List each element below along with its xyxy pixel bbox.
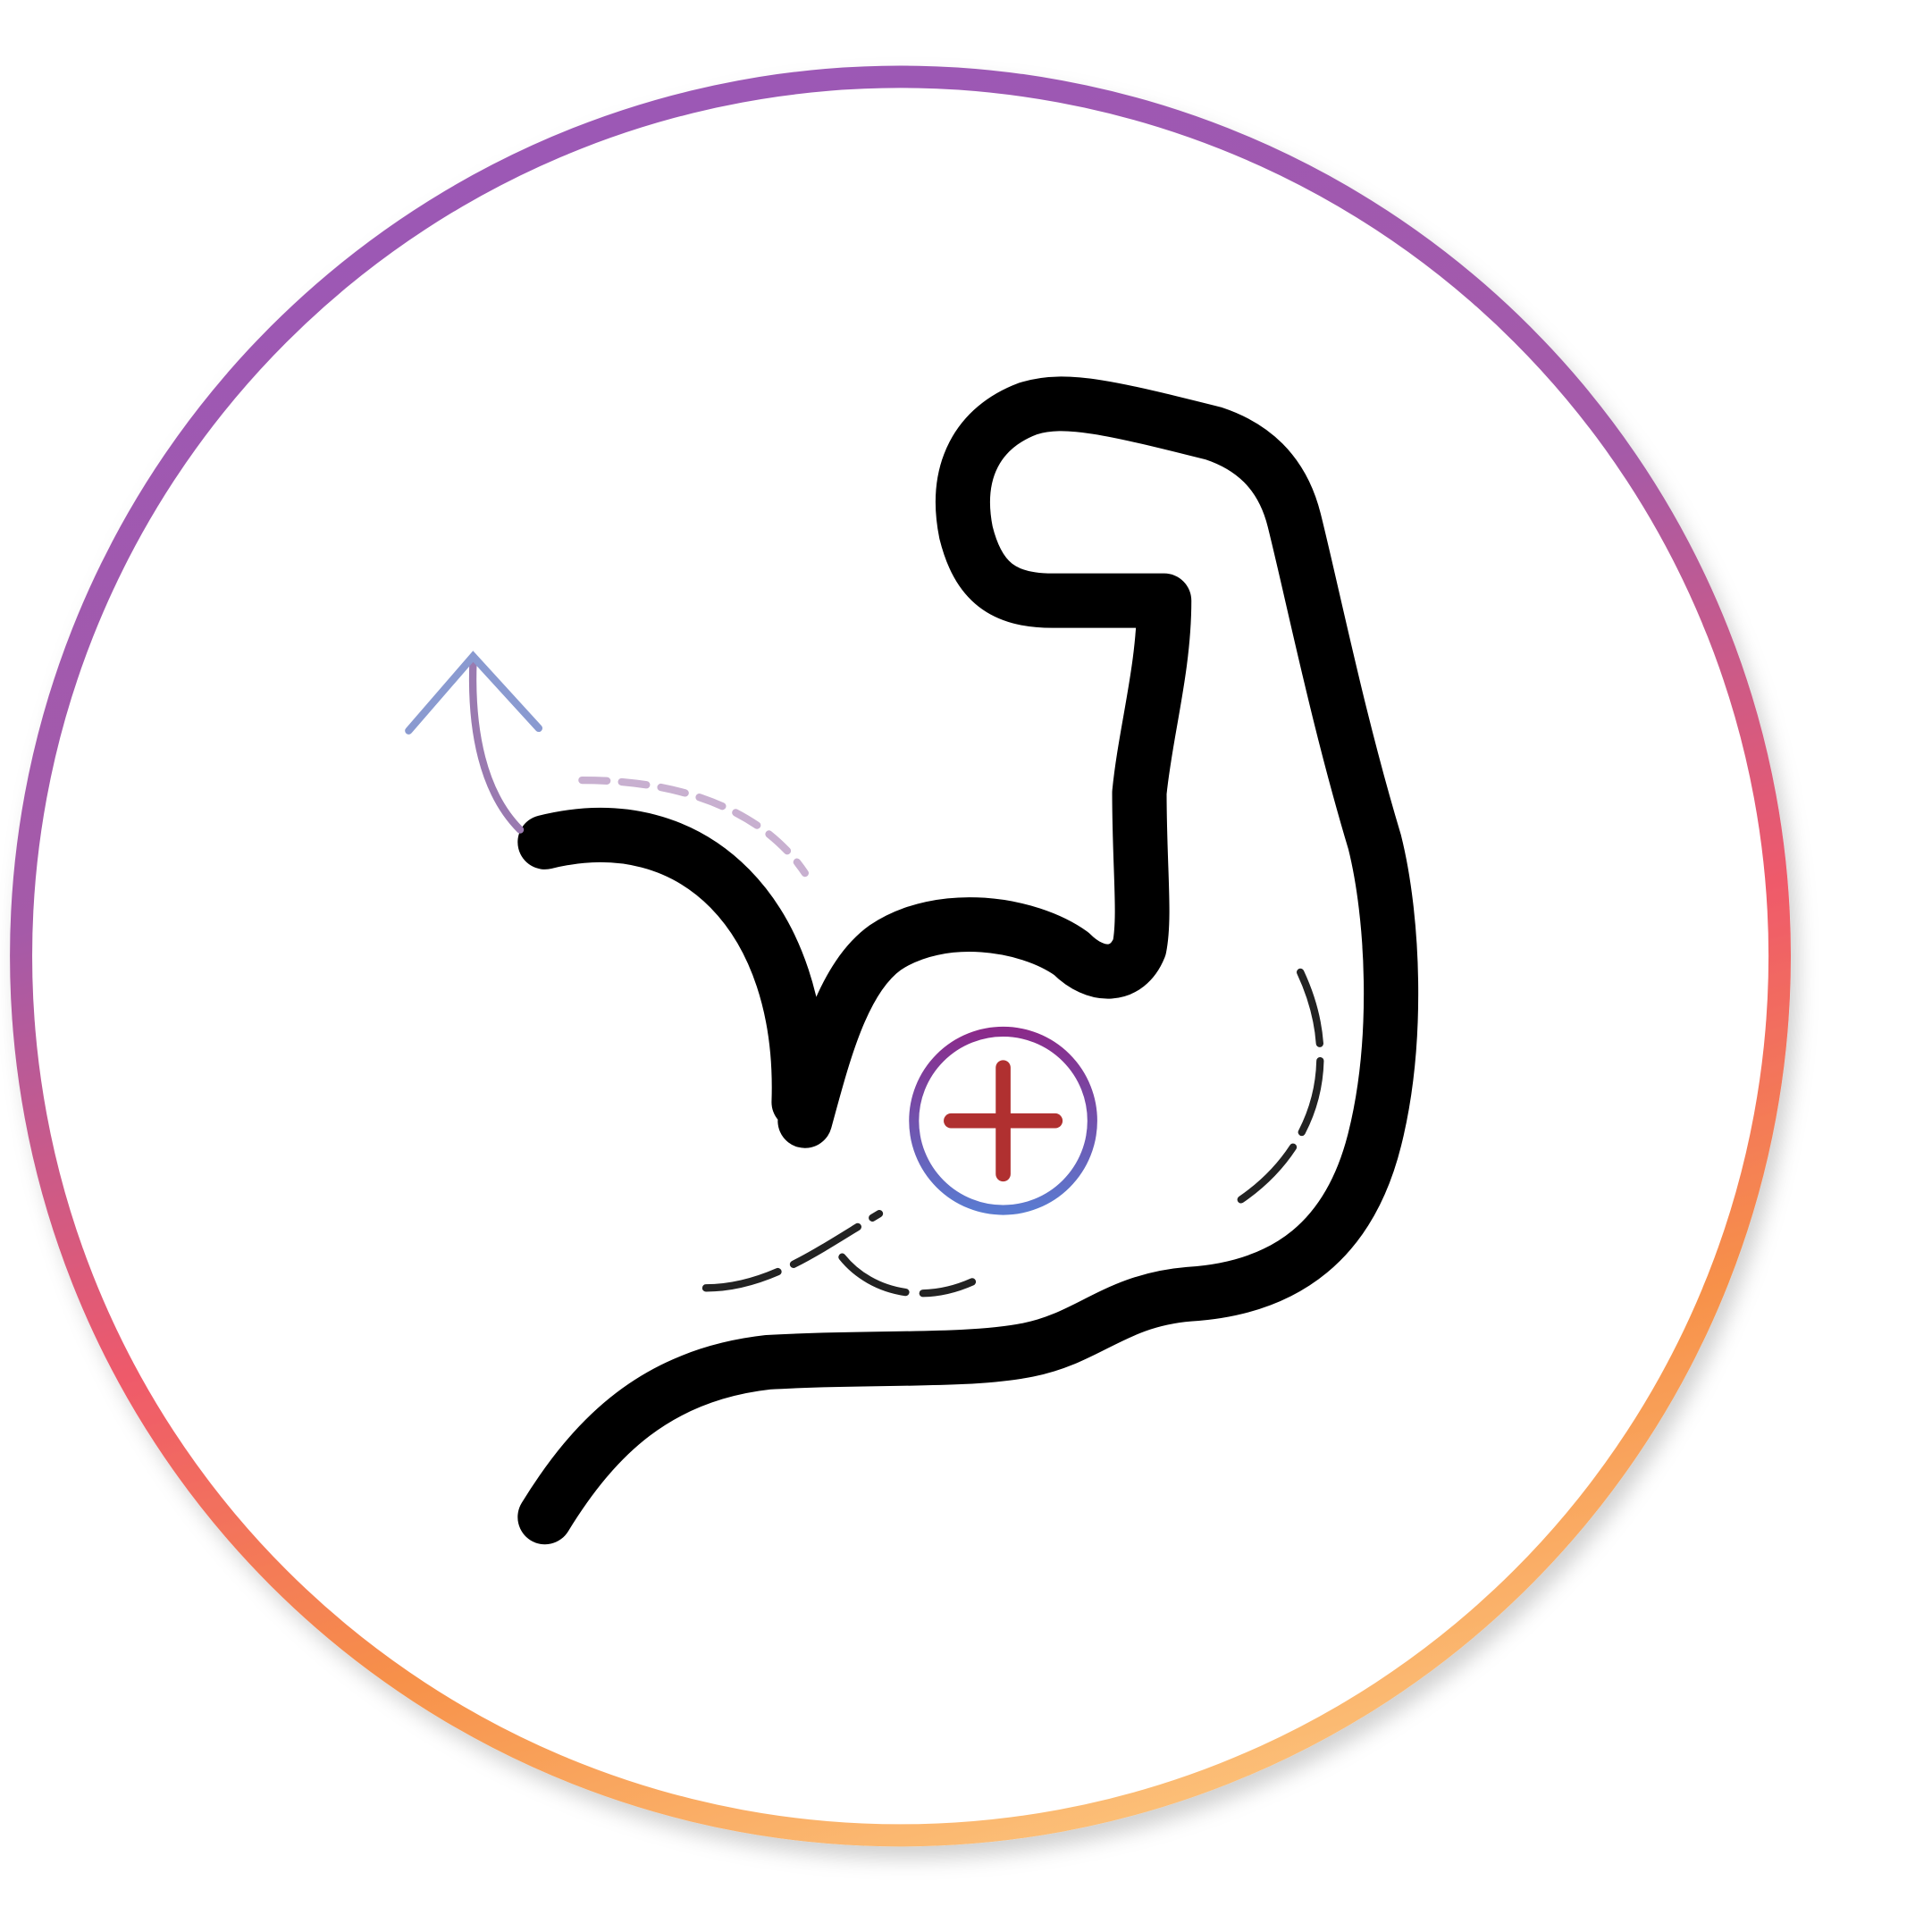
growth-arrow-icon	[405, 651, 809, 878]
medical-cross-badge-icon	[909, 1026, 1097, 1215]
muscle-detail-lines	[701, 968, 1324, 1298]
flexed-arm-icon	[517, 376, 1419, 1545]
